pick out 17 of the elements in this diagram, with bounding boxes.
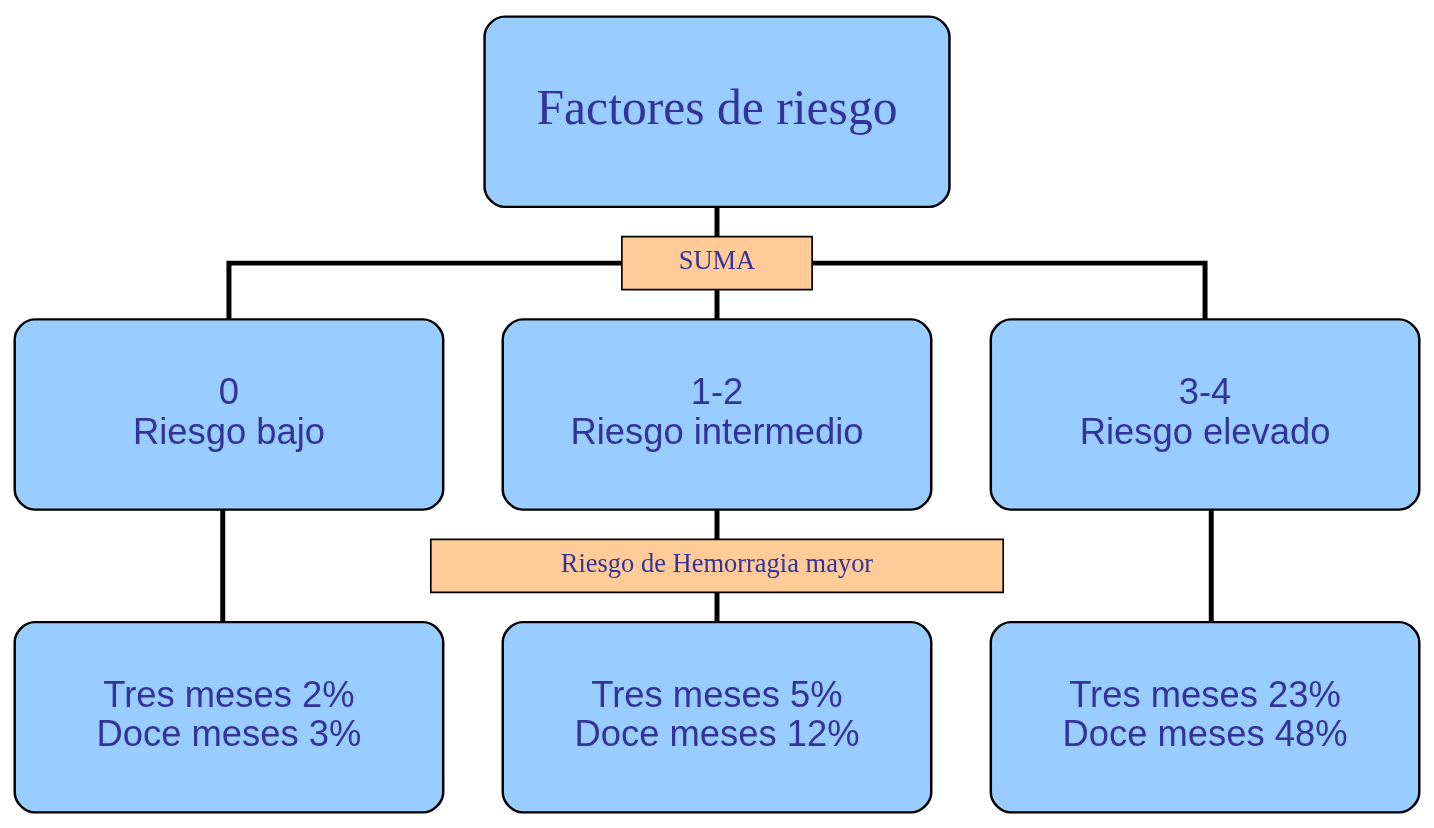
connector: [714, 592, 720, 622]
connector: [220, 509, 226, 622]
connector: [714, 289, 720, 319]
node-box: SUMA: [621, 235, 813, 290]
node-box: Factores de riesgo: [483, 14, 951, 208]
connector: [226, 260, 622, 319]
connector: [1208, 509, 1214, 622]
node-box: Tres meses 2% Doce meses 3%: [13, 620, 445, 814]
connector: [812, 260, 1208, 319]
node-box: Riesgo de Hemorragia mayor: [429, 538, 1005, 593]
node-box: Tres meses 5% Doce meses 12%: [501, 620, 933, 814]
connector: [714, 509, 720, 539]
node-box: Tres meses 23% Doce meses 48%: [989, 620, 1421, 814]
node-box: 0 Riesgo bajo: [13, 317, 445, 511]
node-box: 1-2 Riesgo intermedio: [501, 317, 933, 511]
node-box: 3-4 Riesgo elevado: [989, 317, 1421, 511]
connector: [714, 206, 720, 236]
